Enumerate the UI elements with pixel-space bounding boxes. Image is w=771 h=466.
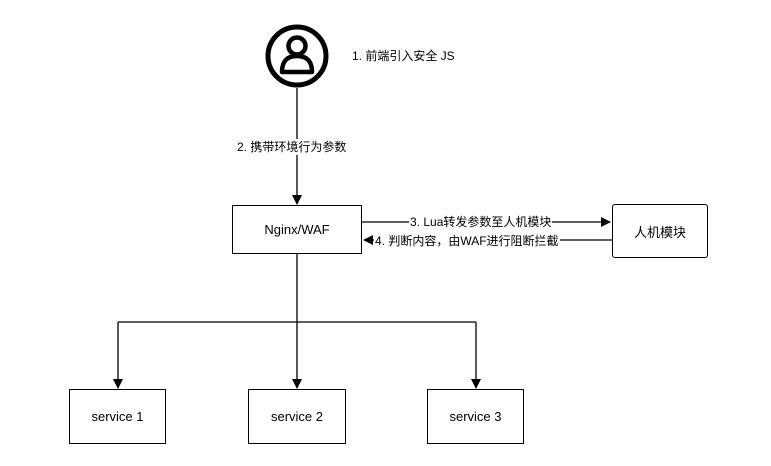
service-1-box: service 1 <box>69 389 166 444</box>
service-3-box: service 3 <box>427 389 524 444</box>
human-module-box: 人机模块 <box>612 204 708 258</box>
service-3-label: service 3 <box>449 409 502 424</box>
step1-label: 1. 前端引入安全 JS <box>352 49 455 63</box>
service-2-label: service 2 <box>270 409 324 424</box>
service-1-label: service 1 <box>91 409 144 424</box>
service-2-box: service 2 <box>248 389 346 444</box>
step3-label: 3. Lua转发参数至人机模块 <box>409 215 553 229</box>
nginx-waf-box: Nginx/WAF <box>232 205 362 254</box>
step4-label: 4. 判断内容，由WAF进行阻断拦截 <box>374 234 560 248</box>
step2-label: 2. 携带环境行为参数 <box>237 139 347 155</box>
human-module-label: 人机模块 <box>633 224 686 240</box>
connector-nginx-to-services <box>118 254 476 323</box>
nginx-waf-label: Nginx/WAF <box>264 222 330 237</box>
user-icon <box>265 24 329 88</box>
